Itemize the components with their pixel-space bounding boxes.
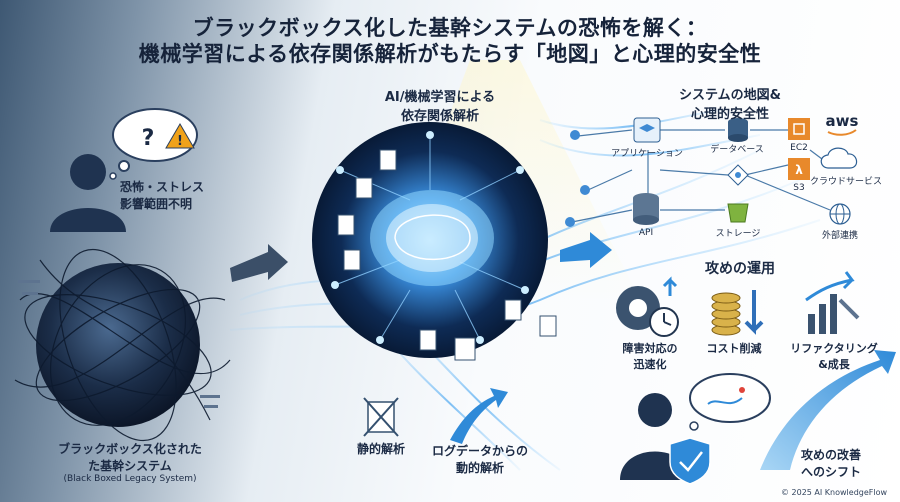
ops-item-fast-response: 障害対応の 迅速化 bbox=[610, 340, 690, 372]
gear-clock-icon bbox=[616, 276, 679, 337]
ops-item-1-line1: コスト削減 bbox=[706, 342, 762, 355]
fear-label-line2: 影響範囲不明 bbox=[120, 197, 193, 211]
fear-label-line1: 恐怖・ストレス bbox=[120, 180, 205, 194]
cloud-service-label: クラウドサービス bbox=[809, 177, 882, 187]
log-analysis-line2: 動的解析 bbox=[455, 461, 504, 475]
svg-text:!: ! bbox=[177, 134, 183, 149]
aws-smile-icon bbox=[827, 129, 857, 136]
arrow-brain-to-map bbox=[560, 232, 612, 268]
black-box-label-line1: ブラックボックス化された bbox=[58, 442, 202, 456]
s3-label: S3 bbox=[793, 183, 805, 193]
shield-check-icon bbox=[669, 437, 711, 485]
log-analysis-line1: ログデータからの bbox=[431, 444, 528, 458]
shift-label-line1: 攻めの改善 bbox=[800, 448, 861, 462]
map-thought-icon bbox=[689, 373, 771, 431]
ec2-label: EC2 bbox=[790, 143, 808, 153]
ops-item-2-line1: リファクタリング bbox=[790, 342, 878, 355]
fear-label: 恐怖・ストレス 影響範囲不明 bbox=[120, 178, 204, 212]
api-node-icon bbox=[633, 193, 659, 225]
question-glyph: ? bbox=[142, 126, 155, 151]
copyright: © 2025 AI KnowledgeFlow bbox=[780, 488, 888, 497]
api-label: API bbox=[638, 228, 654, 238]
ai-analysis-label: AI/機械学習による 依存関係解析 bbox=[360, 86, 520, 124]
coin-stack-icon bbox=[711, 290, 764, 336]
application-node-icon bbox=[633, 117, 661, 143]
ai-label-line2: 依存関係解析 bbox=[400, 109, 479, 124]
title-line-2: 機械学習による依存関係解析がもたらす「地図」と心理的安全性 bbox=[138, 42, 762, 66]
external-label: 外部連携 bbox=[821, 231, 858, 241]
black-box-label: ブラックボックス化された た基幹システム (Black Boxed Legacy… bbox=[30, 440, 230, 484]
map-title-line1: システムの地図& bbox=[679, 88, 781, 103]
ops-item-0-line2: 迅速化 bbox=[633, 358, 667, 371]
document-icons bbox=[337, 149, 557, 361]
globe-icon bbox=[829, 203, 851, 225]
refactor-growth-icon bbox=[805, 271, 860, 334]
map-title: システムの地図& 心理的安全性 bbox=[660, 84, 800, 122]
hub-node-icon bbox=[727, 164, 749, 186]
aws-logo-label: aws bbox=[825, 112, 859, 130]
ops-item-0-line1: 障害対応の bbox=[622, 342, 678, 355]
database-node-icon bbox=[728, 118, 748, 142]
ops-title: 攻めの運用 bbox=[705, 261, 775, 277]
svg-text:λ: λ bbox=[795, 163, 803, 177]
black-box-label-line2: た基幹システム bbox=[88, 459, 172, 473]
title-line-1: ブラックボックス化した基幹システムの恐怖を解く： bbox=[192, 16, 708, 40]
log-analysis-label: ログデータからの 動的解析 bbox=[420, 442, 540, 476]
shift-label: 攻めの改善 へのシフト bbox=[786, 446, 876, 480]
cloud-service-icon bbox=[820, 147, 858, 169]
map-links bbox=[571, 129, 831, 223]
application-label: アプリケーション bbox=[611, 149, 683, 159]
ai-brain-icon bbox=[312, 122, 548, 358]
tangled-sphere-icon bbox=[14, 248, 231, 442]
static-analysis-label: 静的解析 bbox=[356, 442, 405, 456]
shift-arrow bbox=[760, 350, 896, 470]
ai-label-line1: AI/機械学習による bbox=[384, 90, 496, 105]
stressed-person-icon bbox=[50, 154, 126, 232]
storage-label: ストレージ bbox=[715, 229, 761, 239]
database-label: データベース bbox=[710, 145, 764, 155]
ops-item-cost-reduction: コスト削減 bbox=[696, 340, 772, 356]
storage-node-icon bbox=[727, 203, 749, 223]
ops-item-2-line2: &成長 bbox=[818, 358, 850, 371]
s3-icon: λ bbox=[788, 158, 810, 180]
static-analysis-icon bbox=[363, 397, 399, 437]
ec2-icon bbox=[788, 118, 810, 140]
ops-item-refactoring: リファクタリング &成長 bbox=[784, 340, 884, 372]
thought-cloud-icon: ! bbox=[109, 108, 198, 180]
map-title-line2: 心理的安全性 bbox=[690, 107, 769, 122]
log-analysis-arrow bbox=[450, 388, 508, 444]
shift-label-line2: へのシフト bbox=[800, 465, 861, 479]
black-box-label-line3: (Black Boxed Legacy System) bbox=[63, 474, 197, 484]
map-dots bbox=[565, 130, 590, 227]
arrow-left-to-brain bbox=[230, 244, 288, 282]
